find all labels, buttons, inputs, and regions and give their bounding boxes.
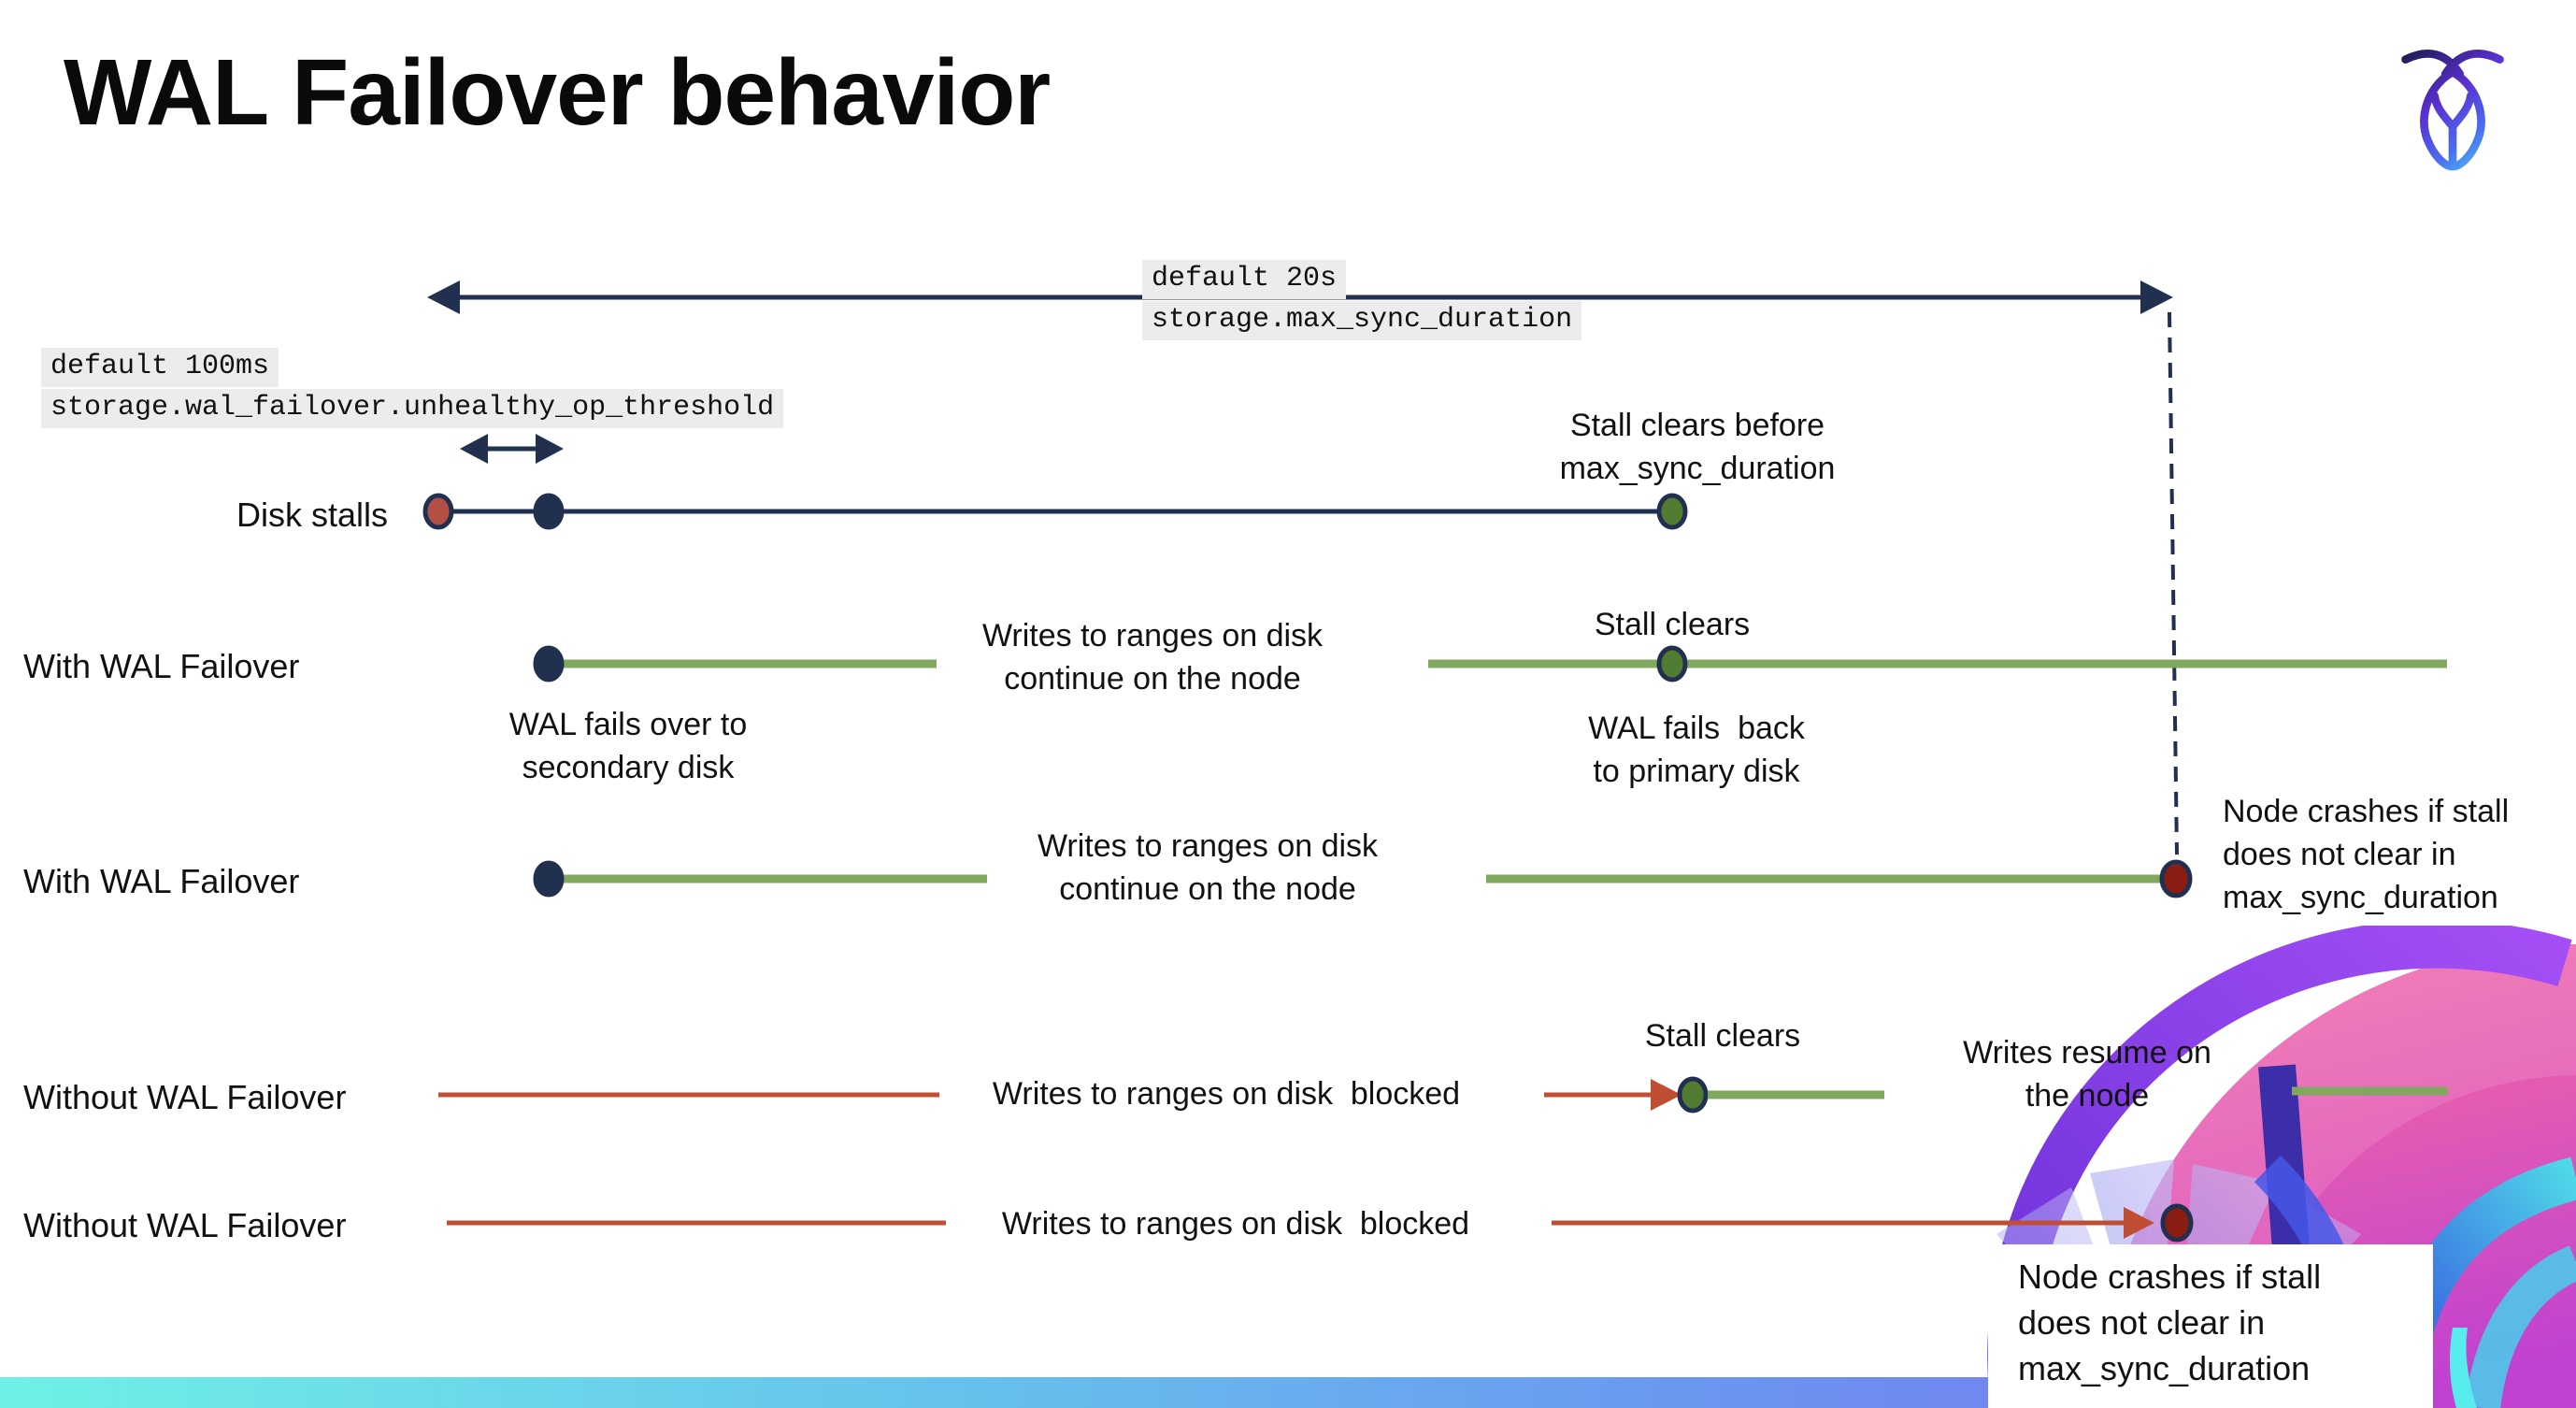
node-crashes-bottom-label: Node crashes if stall does not clear in … (2018, 1257, 2322, 1387)
wal-failover-2-start-dot (533, 860, 565, 898)
logo-inner-right (2448, 92, 2475, 131)
node-crashes-right-label: Node crashes if stall does not clear in … (2223, 794, 2510, 915)
node-crashes-callout-box: Node crashes if stall does not clear in … (1988, 1244, 2433, 1408)
stall-clears-before-dot (1656, 493, 1688, 530)
row-label-with-wal-failover-2: With WAL Failover (23, 862, 300, 900)
max-sync-arrow-right-head (2140, 280, 2173, 314)
row-label-without-wal-failover-2: Without WAL Failover (23, 1206, 347, 1244)
logo-left-antenna (2401, 49, 2465, 79)
page-title: WAL Failover behavior (64, 40, 1051, 145)
writes-blocked-label-1: Writes to ranges on disk blocked (992, 1076, 1461, 1112)
cockroachdb-logo-icon (2401, 49, 2504, 171)
logo-right-antenna (2440, 49, 2504, 79)
unhealthy-op-arrow-right-head (536, 434, 564, 464)
wal-failover-1-start-dot (533, 645, 565, 682)
writes-blocked-label-2: Writes to ranges on disk blocked (1001, 1206, 1470, 1242)
wal-failover-1-stall-clears-dot (1656, 645, 1688, 682)
writes-continue-label-2: Writes to ranges on disk continue on the… (1037, 828, 1379, 907)
wal-failover-2-crash-dot (2159, 859, 2193, 898)
row-label-with-wal-failover-1: With WAL Failover (23, 647, 300, 685)
unhealthy-op-setting-label: storage.wal_failover.unhealthy_op_thresh… (41, 389, 784, 428)
max-sync-arrow-left-head (427, 280, 460, 314)
art-cyan-sliver (2450, 1328, 2477, 1408)
stall-clears-label-1: Stall clears (1594, 607, 1751, 642)
disk-stall-start-dot (422, 493, 454, 530)
max-sync-default-label: default 20s (1142, 260, 1347, 299)
no-failover-2-arrow-head (2124, 1207, 2154, 1239)
row-label-disk-stalls: Disk stalls (236, 496, 388, 534)
row-label-without-wal-failover-1: Without WAL Failover (23, 1078, 347, 1116)
max-sync-deadline-dashed-line (2168, 311, 2179, 855)
stall-clears-before-label: Stall clears before max_sync_duration (1559, 408, 1836, 486)
no-failover-1-stall-clears-dot (1677, 1076, 1709, 1113)
wal-fails-back-label: WAL fails back to primary disk (1588, 711, 1805, 789)
unhealthy-op-arrow-left-head (460, 434, 488, 464)
unhealthy-op-default-label: default 100ms (41, 348, 279, 387)
writes-resume-label: Writes resume on the node (1963, 1035, 2211, 1113)
art-cyan-arch-small (2465, 1245, 2576, 1408)
no-failover-2-crash-dot (2160, 1203, 2194, 1243)
wal-fails-over-label: WAL fails over to secondary disk (508, 707, 748, 785)
writes-continue-label-1: Writes to ranges on disk continue on the… (981, 618, 1324, 697)
max-sync-setting-label: storage.max_sync_duration (1142, 301, 1582, 340)
no-failover-1-arrow-head (1651, 1079, 1682, 1111)
stall-clears-label-2: Stall clears (1644, 1018, 1801, 1054)
threshold-reached-dot (533, 493, 565, 530)
